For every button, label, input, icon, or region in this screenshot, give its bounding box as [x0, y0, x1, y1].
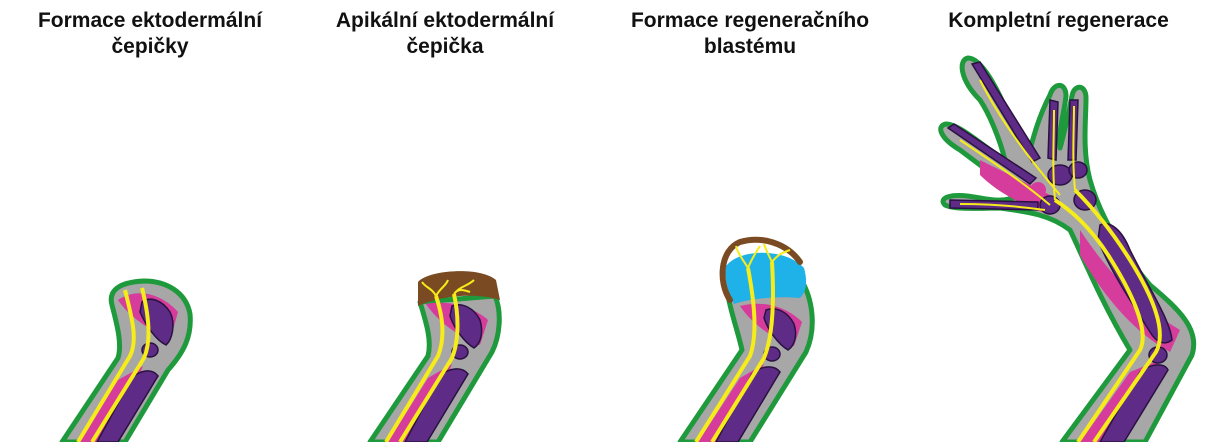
stage-4-limb [941, 58, 1194, 442]
stage-1-stump [62, 281, 190, 442]
stage-2-stump [370, 271, 500, 442]
stage-4-carpal-bone-4 [1069, 162, 1087, 178]
stage-3-stump [680, 240, 812, 442]
stage-4-carpal-bone-1 [1048, 165, 1072, 185]
stage-3-blastema [725, 253, 806, 304]
